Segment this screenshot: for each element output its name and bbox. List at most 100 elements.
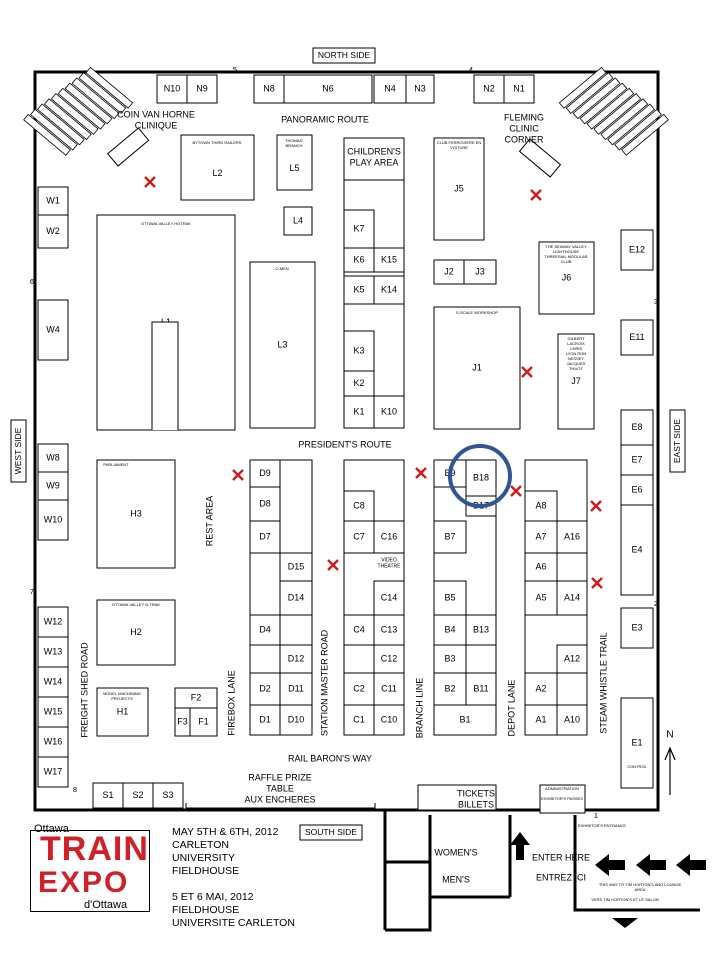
- booth-h1[interactable]: H1: [96, 687, 149, 737]
- booth-w10[interactable]: W10: [37, 499, 69, 541]
- booth-w1[interactable]: W1: [37, 186, 69, 216]
- booth-l3[interactable]: L3: [249, 261, 316, 429]
- booth-s3[interactable]: S3: [152, 782, 184, 809]
- booth-d9[interactable]: D9: [249, 459, 281, 488]
- booth-k6[interactable]: K6: [343, 247, 375, 273]
- booth-b4[interactable]: B4: [433, 614, 467, 646]
- booth-k3[interactable]: K3: [343, 330, 375, 372]
- booth-e8[interactable]: E8: [620, 409, 654, 446]
- booth-w14[interactable]: W14: [37, 666, 69, 698]
- booth-j1[interactable]: J1: [433, 306, 521, 430]
- booth-c12[interactable]: C12: [373, 644, 405, 674]
- booth-w16[interactable]: W16: [37, 726, 69, 758]
- booth-c16[interactable]: C16: [373, 520, 405, 554]
- booth-e3[interactable]: E3: [620, 607, 654, 649]
- booth-d1[interactable]: D1: [249, 704, 281, 736]
- booth-s2[interactable]: S2: [122, 782, 154, 809]
- booth-c13[interactable]: C13: [373, 614, 405, 646]
- booth-l2[interactable]: L2: [180, 134, 255, 201]
- booth-w9[interactable]: W9: [37, 471, 69, 501]
- booth-a5[interactable]: A5: [524, 580, 558, 616]
- booth-h2[interactable]: H2: [96, 599, 176, 666]
- booth-e7[interactable]: E7: [620, 444, 654, 476]
- booth-a1[interactable]: A1: [524, 704, 558, 736]
- booth-j3[interactable]: J3: [463, 259, 497, 285]
- booth-f1[interactable]: F1: [189, 707, 218, 737]
- booth-k5[interactable]: K5: [343, 275, 375, 305]
- booth-e11[interactable]: E11: [620, 319, 654, 356]
- booth-n3[interactable]: N3: [405, 74, 435, 104]
- booth-w15[interactable]: W15: [37, 696, 69, 728]
- booth-b5[interactable]: B5: [433, 580, 467, 616]
- booth-a6[interactable]: A6: [524, 552, 558, 582]
- booth-j6[interactable]: J6: [538, 241, 595, 315]
- booth-b11[interactable]: B11: [465, 672, 497, 706]
- booth-c1[interactable]: C1: [343, 704, 375, 736]
- booth-n1[interactable]: N1: [503, 74, 535, 104]
- booth-e6[interactable]: E6: [620, 474, 654, 506]
- booth-w4[interactable]: W4: [37, 299, 69, 361]
- booth-l4[interactable]: L4: [283, 206, 313, 236]
- booth-d2[interactable]: D2: [249, 672, 281, 706]
- booth-c7[interactable]: C7: [343, 520, 375, 554]
- booth-k1[interactable]: K1: [343, 395, 375, 429]
- tickets-booth[interactable]: [417, 784, 497, 811]
- booth-n6[interactable]: N6: [283, 74, 373, 104]
- booth-a8[interactable]: A8: [524, 490, 558, 522]
- booth-j2[interactable]: J2: [433, 259, 465, 285]
- booth-e1[interactable]: E1: [620, 697, 654, 789]
- booth-w17[interactable]: W17: [37, 756, 69, 788]
- booth-d14[interactable]: D14: [279, 580, 313, 616]
- booth-d15[interactable]: D15: [279, 552, 313, 582]
- booth-d11[interactable]: D11: [279, 672, 313, 706]
- booth-b7[interactable]: B7: [433, 520, 467, 554]
- booth-k7[interactable]: K7: [343, 209, 375, 249]
- booth-w12[interactable]: W12: [37, 606, 69, 638]
- booth-h3[interactable]: H3: [96, 459, 176, 569]
- booth-w8[interactable]: W8: [37, 443, 69, 473]
- booth-c14[interactable]: C14: [373, 580, 405, 616]
- booth-j7[interactable]: J7: [557, 333, 595, 430]
- booth-a16[interactable]: A16: [556, 520, 588, 554]
- booth-a2[interactable]: A2: [524, 672, 558, 706]
- booth-d10[interactable]: D10: [279, 704, 313, 736]
- booth-s1[interactable]: S1: [92, 782, 124, 809]
- booth-b2[interactable]: B2: [433, 672, 467, 706]
- booth-d12[interactable]: D12: [279, 644, 313, 674]
- booth-e12[interactable]: E12: [620, 229, 654, 271]
- booth-k10[interactable]: K10: [373, 395, 405, 429]
- booth-f2[interactable]: F2: [174, 687, 218, 709]
- booth-a12[interactable]: A12: [556, 644, 588, 674]
- booth-b1[interactable]: B1: [433, 704, 497, 736]
- administration-booth[interactable]: [539, 784, 586, 814]
- booth-d4[interactable]: D4: [249, 614, 281, 646]
- booth-c11[interactable]: C11: [373, 672, 405, 706]
- booth-b13[interactable]: B13: [465, 614, 497, 646]
- booth-c2[interactable]: C2: [343, 672, 375, 706]
- booth-c4[interactable]: C4: [343, 614, 375, 646]
- booth-l5[interactable]: L5: [276, 134, 313, 191]
- booth-c10[interactable]: C10: [373, 704, 405, 736]
- booth-n4[interactable]: N4: [373, 74, 407, 104]
- booth-j5[interactable]: J5: [433, 137, 485, 241]
- booth-c8[interactable]: C8: [343, 490, 375, 522]
- booth-a10[interactable]: A10: [556, 704, 588, 736]
- booth-k14[interactable]: K14: [373, 275, 405, 305]
- booth-w2[interactable]: W2: [37, 214, 69, 249]
- booth-n2[interactable]: N2: [473, 74, 505, 104]
- booth-d8[interactable]: D8: [249, 486, 281, 522]
- booth-a7[interactable]: A7: [524, 520, 558, 554]
- booth-e4[interactable]: E4: [620, 504, 654, 596]
- booth-d7[interactable]: D7: [249, 520, 281, 554]
- booth-b3[interactable]: B3: [433, 644, 467, 674]
- booth-k15[interactable]: K15: [373, 247, 405, 273]
- booth-b18[interactable]: B18: [465, 459, 497, 497]
- booth-a14[interactable]: A14: [556, 580, 588, 616]
- booth-f3[interactable]: F3: [174, 707, 191, 737]
- chair-row: [586, 87, 635, 130]
- booth-w13[interactable]: W13: [37, 636, 69, 668]
- booth-n8[interactable]: N8: [253, 74, 285, 104]
- booth-k2[interactable]: K2: [343, 370, 375, 397]
- booth-n9[interactable]: N9: [186, 74, 218, 104]
- booth-n10[interactable]: N10: [156, 74, 188, 104]
